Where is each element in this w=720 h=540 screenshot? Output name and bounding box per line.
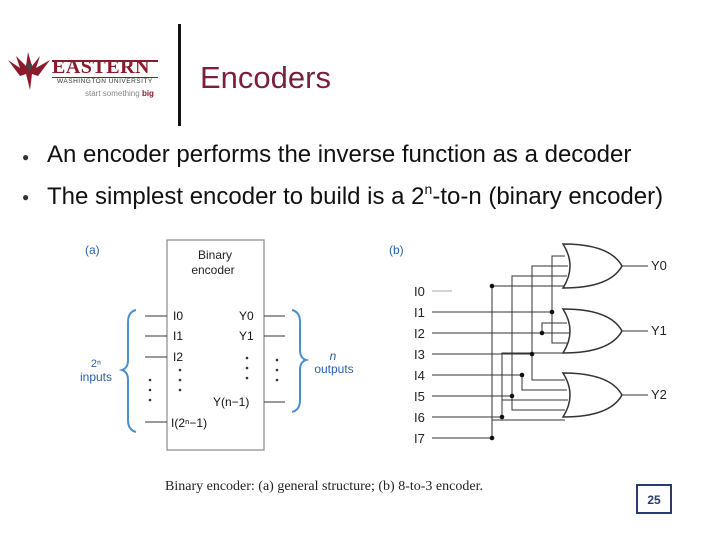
panel-label-a: (a) <box>85 243 100 257</box>
or-gate-y2 <box>561 372 623 418</box>
eagle-icon <box>8 52 50 90</box>
slide-title: Encoders <box>200 60 331 95</box>
bullet-marker: ● <box>22 190 30 204</box>
bullet-2: The simplest encoder to build is a 2n-to… <box>47 181 664 210</box>
bullet-marker: ● <box>22 150 30 164</box>
input-label: I7 <box>414 431 425 446</box>
output-label: Y0 <box>239 309 254 323</box>
figure-a-general-encoder: (a) Binary encoder I0 I1 I2 I(2ⁿ−1) Y0 Y… <box>80 239 354 451</box>
input-label: I1 <box>414 305 425 320</box>
input-label: I2 <box>414 326 425 341</box>
input-label: I0 <box>173 309 183 323</box>
ellipsis-dots <box>148 356 279 402</box>
wire-junctions <box>489 283 555 441</box>
inputs-label: inputs <box>80 370 112 384</box>
output-label: Y1 <box>239 329 254 343</box>
outputs-count-label: n <box>330 349 337 363</box>
input-bracket <box>118 309 137 433</box>
logo-tagline: start something big <box>85 89 154 98</box>
block-title-line2: encoder <box>191 263 234 277</box>
output-bracket <box>291 309 310 413</box>
encoder-wires <box>432 255 648 439</box>
title-divider <box>178 24 181 126</box>
input-label: I3 <box>414 347 425 362</box>
figure-caption: Binary encoder: (a) general structure; (… <box>165 479 483 494</box>
inputs-count-label: 2ⁿ <box>91 358 101 370</box>
input-label: I6 <box>414 410 425 425</box>
input-label: I(2ⁿ−1) <box>171 416 207 430</box>
figure-b-8to3-encoder: (b) I0 I1 I2 I3 I4 I5 I6 I7 <box>389 243 667 446</box>
output-label: Y1 <box>651 323 667 338</box>
output-label: Y2 <box>651 387 667 402</box>
output-label: Y(n−1) <box>213 395 249 409</box>
or-gate-y1 <box>561 308 623 354</box>
encoder-block <box>166 239 265 451</box>
outputs-label: outputs <box>314 362 353 376</box>
page-number: 25 <box>636 484 672 514</box>
block-title-line1: Binary <box>198 248 232 262</box>
input-label: I2 <box>173 350 183 364</box>
or-gate-y0 <box>561 243 623 289</box>
input-label: I1 <box>173 329 183 343</box>
input-label: I5 <box>414 389 425 404</box>
input-label: I0 <box>414 284 425 299</box>
input-label: I4 <box>414 368 425 383</box>
logo-subtitle: WASHINGTON UNIVERSITY <box>57 78 153 85</box>
panel-label-b: (b) <box>389 243 404 257</box>
output-label: Y0 <box>651 258 667 273</box>
bullet-1: An encoder performs the inverse function… <box>47 141 632 168</box>
logo-wordmark: EASTERN <box>52 56 150 78</box>
